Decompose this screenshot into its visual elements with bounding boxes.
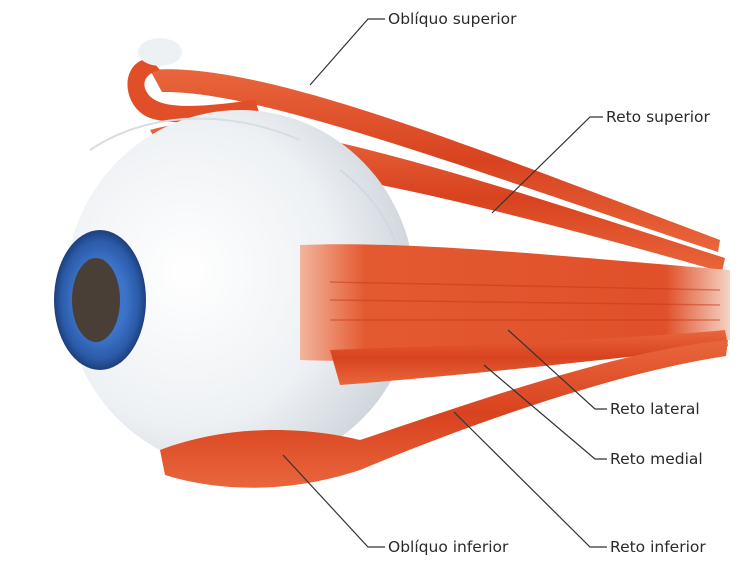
label-reto-lateral: Reto lateral (610, 400, 700, 418)
iris (54, 230, 146, 370)
leader-line-reto-inferior (454, 412, 607, 547)
label-obliquo-superior: Oblíquo superior (388, 10, 517, 28)
label-reto-medial: Reto medial (610, 450, 703, 468)
label-obliquo-inferior: Oblíquo inferior (388, 538, 508, 556)
leader-line-obliquo-superior (310, 19, 385, 85)
pupil (72, 258, 120, 342)
label-reto-superior: Reto superior (606, 108, 710, 126)
label-reto-inferior: Reto inferior (610, 538, 706, 556)
